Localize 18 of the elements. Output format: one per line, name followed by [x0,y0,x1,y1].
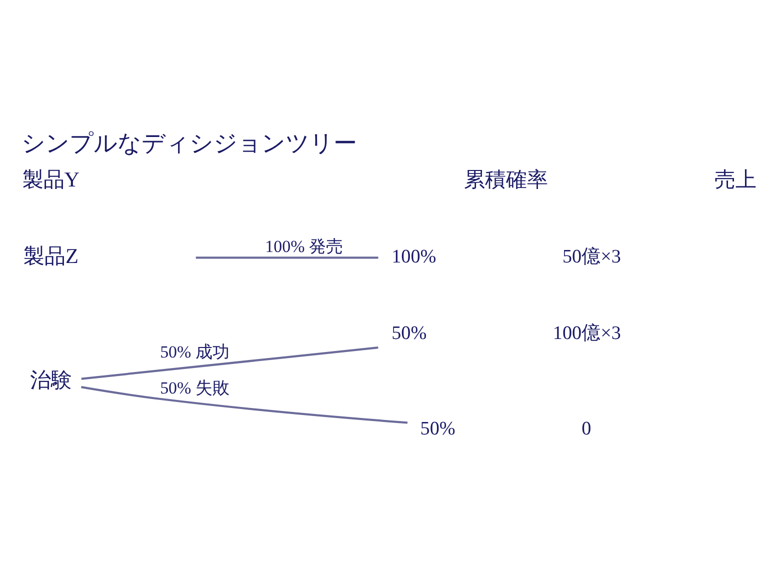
node-label: 100億×3 [552,322,621,344]
edge-label: 50% 失敗 [160,378,230,398]
node-text: 治験 [30,368,72,392]
edge-label: 50% 成功 [160,342,230,362]
label: 累積確率 [464,168,548,192]
label: 製品Z [23,244,78,268]
node-label: 0 [582,418,592,440]
node-text: 50% [392,322,427,344]
node-text: 100% [392,246,436,268]
edge-label: 100% 発売 [265,237,343,256]
connector [196,256,378,259]
label: 売上 [714,168,756,192]
node-text: 50% [420,418,456,440]
connector [81,346,378,380]
node-label: 50億×3 [562,246,621,268]
connector [81,386,408,424]
label: 製品Y [22,168,80,192]
diagram-title: シンプルなディシジョンツリー [21,131,356,158]
